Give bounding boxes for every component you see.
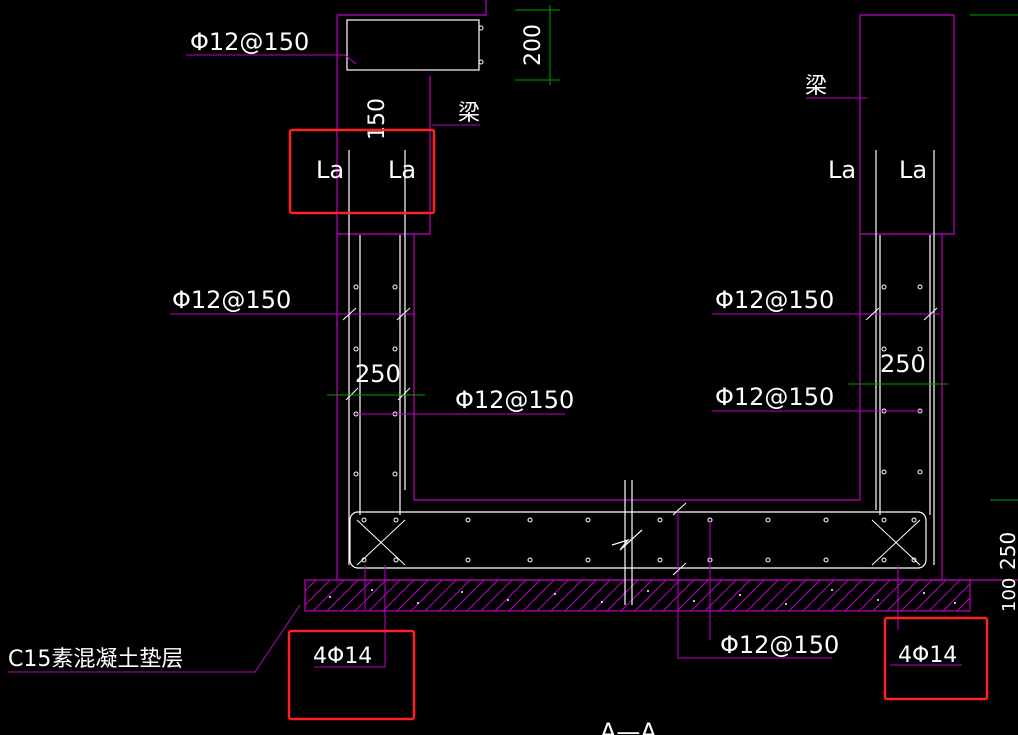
label-rebar-top-left: Φ12@150 — [190, 28, 309, 56]
label-section-mark: A—A — [600, 718, 657, 735]
label-dim-250-edge: 250 — [996, 532, 1018, 570]
label-corner-bars-right: 4Φ14 — [898, 643, 957, 668]
label-rebar-left-wall-inner: Φ12@150 — [455, 386, 574, 414]
highlight-corner-left — [287, 629, 416, 721]
corner-ties — [356, 519, 921, 566]
cushion-dots — [329, 589, 956, 605]
rebar-lines — [346, 19, 935, 605]
dimension-lines — [327, 5, 1018, 501]
highlight-boxes — [287, 128, 989, 721]
cushion-hatch — [305, 580, 970, 611]
label-rebar-right-wall-inner: Φ12@150 — [715, 383, 834, 411]
label-cushion-layer: C15素混凝土垫层 — [8, 647, 183, 672]
label-beam-left: 梁 — [458, 101, 480, 126]
label-rebar-left-wall-outer: Φ12@150 — [172, 286, 291, 314]
highlight-corner-right — [883, 616, 989, 701]
label-la-2: La — [388, 156, 416, 184]
label-dim-200: 200 — [521, 24, 546, 66]
label-rebar-slab-bottom: Φ12@150 — [720, 631, 839, 659]
leader-lines — [8, 54, 962, 673]
tick-marks — [342, 307, 938, 576]
label-beam-right: 梁 — [805, 74, 827, 99]
label-corner-bars-left: 4Φ14 — [313, 644, 372, 669]
label-la-4: La — [899, 156, 927, 184]
label-rebar-right-wall-outer: Φ12@150 — [715, 286, 834, 314]
label-dim-250-left: 250 — [355, 360, 401, 388]
label-dim-100-edge: 100 — [999, 578, 1018, 612]
label-dim-250-right: 250 — [880, 350, 926, 378]
label-la-3: La — [828, 156, 856, 184]
label-dim-150: 150 — [365, 98, 390, 140]
highlight-la-left — [288, 128, 436, 215]
rebar-dots — [353, 25, 923, 563]
label-la-1: La — [316, 156, 344, 184]
